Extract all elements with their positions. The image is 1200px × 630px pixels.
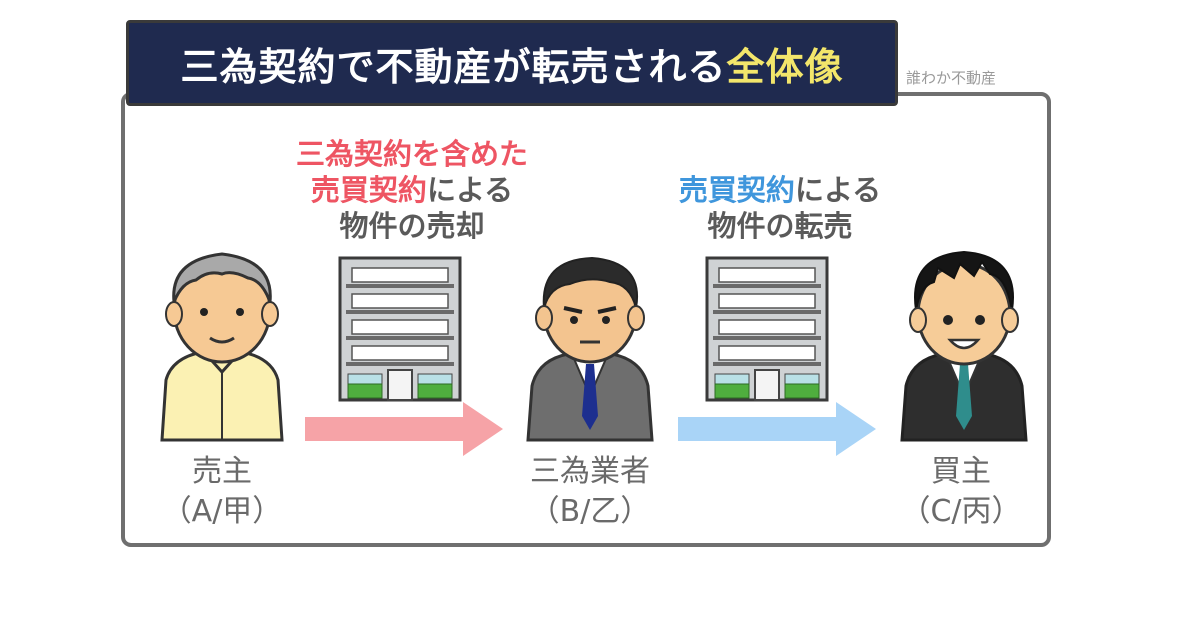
arrow-right-icon-blue bbox=[678, 402, 876, 456]
middleman-avatar-icon bbox=[526, 256, 654, 442]
watermark-text: 誰わか不動産 bbox=[906, 69, 997, 87]
caption-left-colored: 売買契約 bbox=[310, 173, 427, 207]
building-icon-right bbox=[705, 256, 829, 402]
buyer-name: 買主 bbox=[931, 454, 991, 489]
caption-left-rest: による bbox=[426, 173, 514, 207]
seller-label: 売主 （A/甲） bbox=[132, 452, 312, 532]
buyer-code: （C/丙） bbox=[900, 494, 1022, 529]
caption-left-line3: 物件の売却 bbox=[339, 209, 485, 243]
building-icon-left bbox=[338, 256, 462, 402]
caption-right-colored: 売買契約 bbox=[678, 173, 795, 207]
buyer-label: 買主 （C/丙） bbox=[866, 452, 1056, 532]
page-title: 三為契約で不動産が転売される全体像 bbox=[126, 20, 898, 106]
caption-left-line1: 三為契約を含めた bbox=[295, 137, 528, 171]
caption-right-line2: 物件の転売 bbox=[707, 209, 853, 243]
seller-avatar-icon bbox=[160, 252, 284, 442]
middleman-code: （B/乙） bbox=[529, 494, 651, 529]
caption-right-rest: による bbox=[794, 173, 882, 207]
buyer-avatar-icon bbox=[900, 250, 1028, 442]
title-highlight: 全体像 bbox=[726, 44, 844, 89]
caption-right: 売買契約による 物件の転売 bbox=[630, 172, 930, 244]
middleman-label: 三為業者 （B/乙） bbox=[490, 452, 690, 532]
seller-code: （A/甲） bbox=[161, 494, 283, 529]
title-main: 三為契約で不動産が転売される bbox=[180, 44, 727, 89]
middleman-name: 三為業者 bbox=[530, 454, 650, 489]
caption-left: 三為契約を含めた 売買契約による 物件の売却 bbox=[262, 136, 562, 244]
arrow-right-icon-red bbox=[305, 402, 503, 456]
seller-name: 売主 bbox=[192, 454, 252, 489]
